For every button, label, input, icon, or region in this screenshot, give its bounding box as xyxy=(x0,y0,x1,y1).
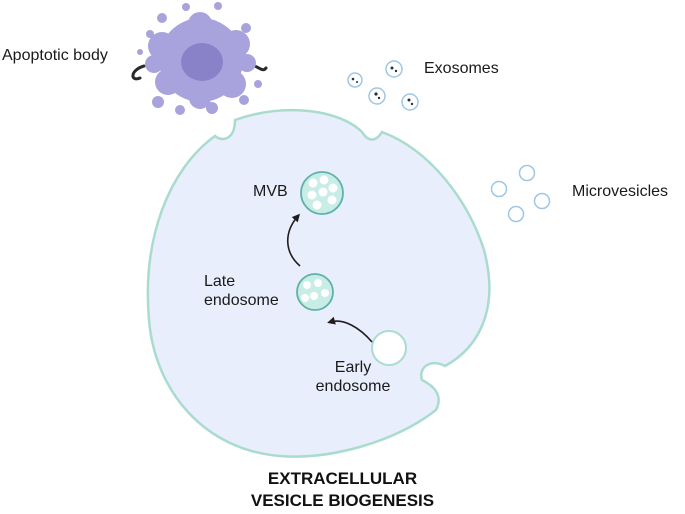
late-endosome-label-line2: endosome xyxy=(204,292,279,309)
mvb-icon xyxy=(300,171,344,215)
diagram-title-line2: VESICLE BIOGENESIS xyxy=(250,491,435,510)
early-endosome-label-line1: Early xyxy=(334,359,372,376)
mvb-label: MVB xyxy=(253,183,288,200)
apoptotic-body-label: Apoptotic body xyxy=(2,47,108,64)
late-endosome-label: Late endosome xyxy=(204,272,279,310)
exosomes-label: Exosomes xyxy=(424,60,499,77)
apoptotic-body-icon xyxy=(131,2,268,115)
arrow-icon xyxy=(286,213,301,267)
late-endosome-label-line1: Late xyxy=(204,273,236,290)
early-endosome-icon xyxy=(371,330,407,366)
late-endosome-icon xyxy=(296,273,334,311)
arrow-icon xyxy=(327,316,373,343)
microvesicle-icon xyxy=(490,164,551,223)
early-endosome-label: Early endosome xyxy=(308,358,398,396)
microvesicles-label: Microvesicles xyxy=(572,183,669,200)
exosome-icon xyxy=(347,60,419,111)
early-endosome-label-line2: endosome xyxy=(315,378,391,395)
diagram-title-line1: EXTRACELLULAR xyxy=(267,469,418,488)
